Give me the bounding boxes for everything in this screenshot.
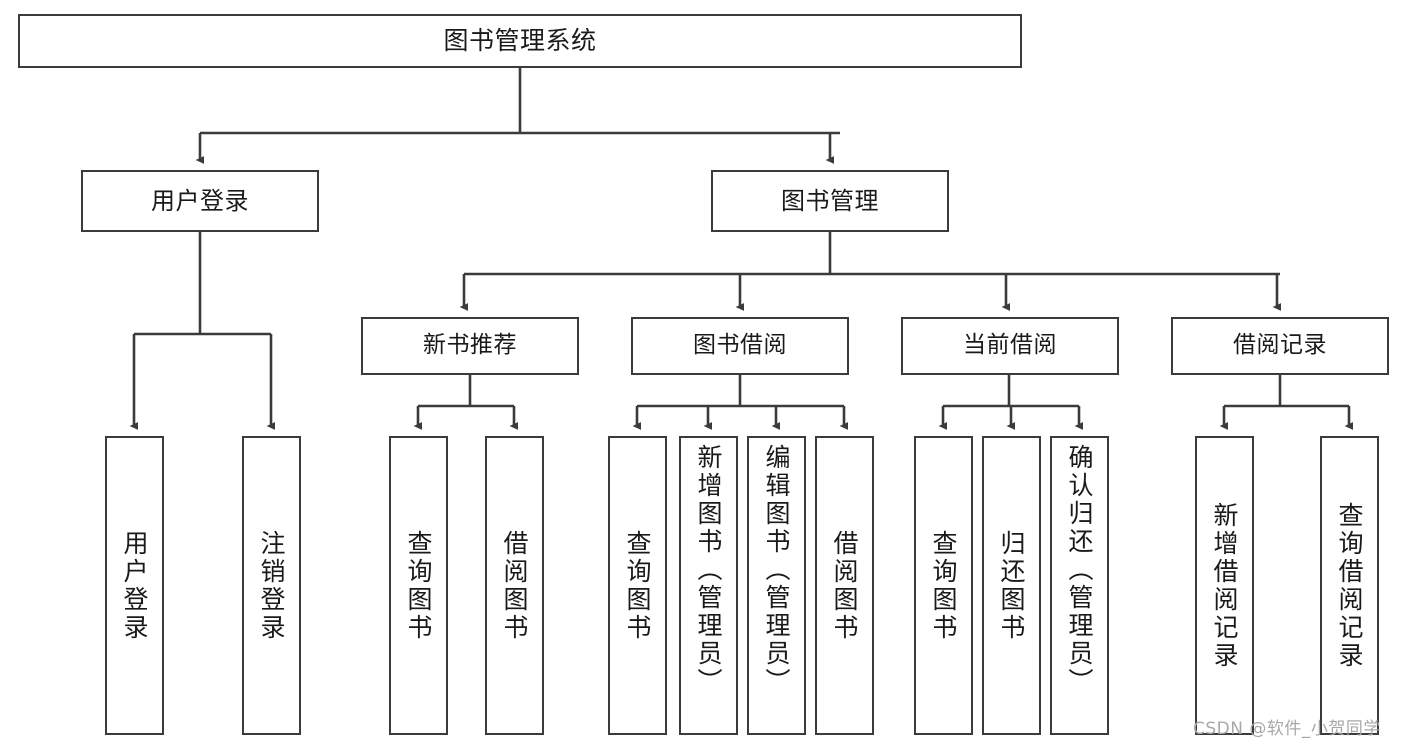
leaf-return-book[interactable]: 归还图书 xyxy=(982,436,1041,735)
leaf-borrow-book[interactable]: 借阅图书 xyxy=(815,436,874,735)
watermark: CSDN @软件_小贺同学 xyxy=(1193,719,1381,739)
leaf-edit-book-admin[interactable]: 编辑图书（管理员） xyxy=(747,436,806,735)
leaf-logout[interactable]: 注销登录 xyxy=(242,436,301,735)
node-label: 新书推荐 xyxy=(423,332,517,359)
node-label: 归还图书 xyxy=(997,529,1026,642)
node-new-book-recommendation[interactable]: 新书推荐 xyxy=(361,317,579,375)
leaf-borrow-book-rec[interactable]: 借阅图书 xyxy=(485,436,544,735)
node-label: 查询图书 xyxy=(623,529,652,642)
leaf-add-book-admin[interactable]: 新增图书（管理员） xyxy=(679,436,738,735)
node-book-management-system[interactable]: 图书管理系统 xyxy=(18,14,1022,68)
node-label: 确认归还（管理员） xyxy=(1065,444,1094,696)
node-label: 借阅图书 xyxy=(830,529,859,642)
node-label: 查询图书 xyxy=(404,529,433,642)
node-label: 查询图书 xyxy=(929,529,958,642)
node-current-borrowing[interactable]: 当前借阅 xyxy=(901,317,1119,375)
node-label: 借阅图书 xyxy=(500,529,529,642)
node-borrowing-record[interactable]: 借阅记录 xyxy=(1171,317,1389,375)
node-label: 用户登录 xyxy=(151,186,249,215)
node-label: 注销登录 xyxy=(257,529,286,642)
node-user-login[interactable]: 用户登录 xyxy=(81,170,319,232)
node-label: 编辑图书（管理员） xyxy=(762,444,791,696)
leaf-query-book-rec[interactable]: 查询图书 xyxy=(389,436,448,735)
node-label: 图书借阅 xyxy=(693,332,787,359)
node-label: 借阅记录 xyxy=(1233,332,1327,359)
node-label: 图书管理系统 xyxy=(443,26,597,55)
leaf-query-book-borrow[interactable]: 查询图书 xyxy=(608,436,667,735)
leaf-confirm-return-admin[interactable]: 确认归还（管理员） xyxy=(1050,436,1109,735)
node-book-borrowing[interactable]: 图书借阅 xyxy=(631,317,849,375)
leaf-query-borrow-record[interactable]: 查询借阅记录 xyxy=(1320,436,1379,735)
node-book-management[interactable]: 图书管理 xyxy=(711,170,949,232)
node-label: 查询借阅记录 xyxy=(1335,501,1364,670)
node-label: 新增图书（管理员） xyxy=(694,444,723,696)
leaf-add-borrow-record[interactable]: 新增借阅记录 xyxy=(1195,436,1254,735)
node-label: 新增借阅记录 xyxy=(1210,501,1239,670)
node-label: 图书管理 xyxy=(781,186,879,215)
leaf-user-login[interactable]: 用户登录 xyxy=(105,436,164,735)
node-label: 当前借阅 xyxy=(963,332,1057,359)
leaf-query-book-current[interactable]: 查询图书 xyxy=(914,436,973,735)
node-label: 用户登录 xyxy=(120,529,149,642)
